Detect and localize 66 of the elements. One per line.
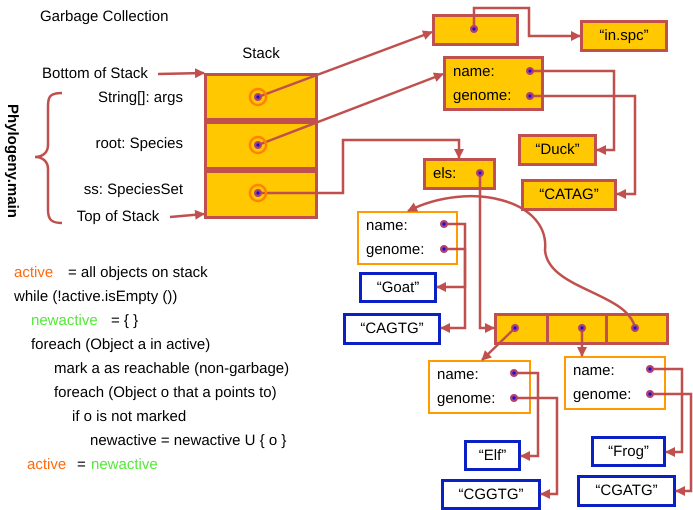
text-label: “Frog” <box>608 442 649 462</box>
text-label: “CGATG” <box>595 481 658 501</box>
species-object <box>357 211 458 265</box>
pointer-arrow <box>158 68 205 78</box>
text-label: “Goat” <box>376 278 420 298</box>
text-label: “CGGTG” <box>458 484 524 504</box>
code-text: newactive = newactive U { o } <box>90 431 286 451</box>
array-slot <box>605 313 669 345</box>
species-object <box>428 360 531 414</box>
code-text: newactive <box>31 311 98 331</box>
code-text: newactive <box>91 455 158 475</box>
variable-label: ss: SpeciesSet <box>84 180 183 200</box>
text-label: “CAGTG” <box>360 319 424 339</box>
string-object <box>580 20 668 52</box>
field-label: name: <box>437 365 479 385</box>
pointer-arrow <box>481 327 516 361</box>
code-text: foreach (Object a in active) <box>31 335 210 355</box>
text-label: “in.spc” <box>599 26 649 46</box>
string-object <box>518 134 597 166</box>
field-label: genome: <box>366 240 424 260</box>
field-label: genome: <box>437 389 496 409</box>
code-text: active <box>14 263 54 283</box>
string-object <box>577 475 676 507</box>
stack-slot <box>204 170 318 219</box>
field-label: name: <box>573 361 615 381</box>
code-text: if o is not marked <box>72 407 186 427</box>
title: Garbage Collection <box>40 8 168 25</box>
code-text: mark a as reachable (non-garbage) <box>54 359 290 379</box>
text-label: Top of Stack <box>76 207 160 227</box>
species-object <box>564 356 666 410</box>
field-label: genome: <box>453 86 512 106</box>
code-text: = <box>77 455 86 475</box>
pointer-arrow <box>472 6 581 41</box>
string-object <box>359 272 437 303</box>
array-object <box>432 14 519 46</box>
text-label: “CATAG” <box>539 185 599 205</box>
string-object <box>464 440 521 471</box>
set-object <box>423 158 496 190</box>
field-label: els: <box>433 164 456 184</box>
code-text: active <box>27 455 66 475</box>
array-object <box>494 313 669 345</box>
code-text: while (!active.isEmpty ()) <box>14 287 178 307</box>
method-label: Phylogeny.main <box>4 104 21 218</box>
stack-heading: Stack <box>241 44 281 64</box>
text-label: Bottom of Stack <box>42 64 148 84</box>
string-object <box>343 313 441 345</box>
variable-label: root: Species <box>95 134 183 154</box>
text-label: “Duck” <box>535 140 580 160</box>
code-text: foreach (Object o that a points to) <box>54 383 277 403</box>
field-label: genome: <box>573 385 632 405</box>
pointer-arrow <box>440 248 466 333</box>
text-label: “Elf” <box>478 446 506 466</box>
stack-slot <box>204 73 318 121</box>
field-label: name: <box>453 62 495 82</box>
code-text: = { } <box>111 311 138 331</box>
stack-slot <box>204 121 318 170</box>
string-object <box>441 479 541 510</box>
code-text: = all objects on stack <box>68 263 208 283</box>
variable-label: String[]: args <box>98 88 183 108</box>
pointer-arrow <box>170 210 205 220</box>
species-object <box>443 56 544 111</box>
pointer-arrow <box>436 222 466 292</box>
field-label: name: <box>366 216 408 236</box>
array-slot <box>546 313 608 345</box>
string-object <box>591 436 666 467</box>
string-object <box>521 179 617 211</box>
